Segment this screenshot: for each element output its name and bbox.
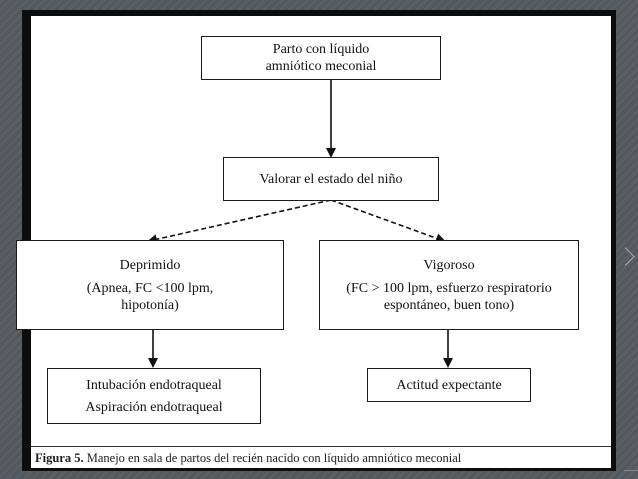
node-expectant-line-1: Actitud expectante [396, 377, 502, 393]
node-assess-line-1: Valorar el estado del niño [259, 171, 403, 187]
edges-layer [147, 79, 453, 368]
node-start: Parto con líquido amniótico meconial [201, 36, 441, 80]
node-vigorous: Vigoroso (FC > 100 lpm, esfuerzo respira… [319, 240, 579, 330]
node-assess: Valorar el estado del niño [223, 157, 439, 201]
node-start-line-1: Parto con líquido [272, 42, 370, 57]
node-intubation-line-1: Intubación endotraqueal [86, 377, 222, 393]
node-vigorous-line-3: espontáneo, buen tono) [383, 297, 515, 313]
node-expectant: Actitud expectante [367, 368, 531, 402]
node-vigorous-line-1: Vigoroso [423, 257, 475, 273]
node-depressed: Deprimido (Apnea, FC <100 lpm, hipotonía… [16, 240, 284, 330]
node-depressed-line-2: (Apnea, FC <100 lpm, [86, 280, 214, 296]
figure-caption: Figura 5. Manejo en sala de partos del r… [31, 446, 611, 468]
node-vigorous-line-2: (FC > 100 lpm, esfuerzo respiratorio [346, 280, 552, 296]
caption-text: Manejo en sala de partos del recién naci… [86, 451, 462, 465]
edge-assess-depressed [147, 199, 332, 245]
node-depressed-line-1: Deprimido [119, 257, 181, 273]
caption-label: Figura 5. [35, 451, 84, 465]
figure-paper: Parto con líquido amniótico meconial Val… [16, 16, 611, 468]
slide-corner-line [624, 470, 638, 471]
node-intubation-line-2: Aspiración endotraqueal [85, 399, 223, 415]
edge-assess-vigorous [330, 199, 446, 243]
node-start-line-2: amniótico meconial [265, 59, 377, 74]
node-depressed-line-3: hipotonía) [121, 297, 179, 313]
node-intubation: Intubación endotraqueal Aspiración endot… [47, 368, 261, 424]
